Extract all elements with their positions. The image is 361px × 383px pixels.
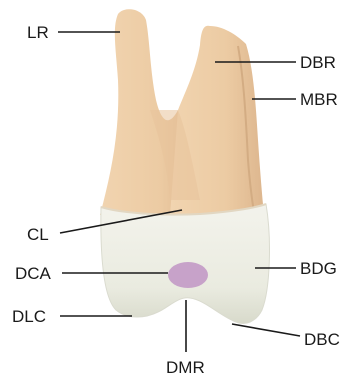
label-dmr: DMR [166,358,205,377]
dbc-leader [232,324,300,336]
label-mbr: MBR [300,90,338,109]
label-dbr: DBR [300,53,336,72]
label-dlc: DLC [12,307,46,326]
label-bdg: BDG [300,259,337,278]
dca-spot [168,262,208,288]
roots [100,9,264,215]
label-cl: CL [27,225,49,244]
label-dbc: DBC [304,330,340,349]
label-dca: DCA [15,264,52,283]
label-lr: LR [27,23,49,42]
